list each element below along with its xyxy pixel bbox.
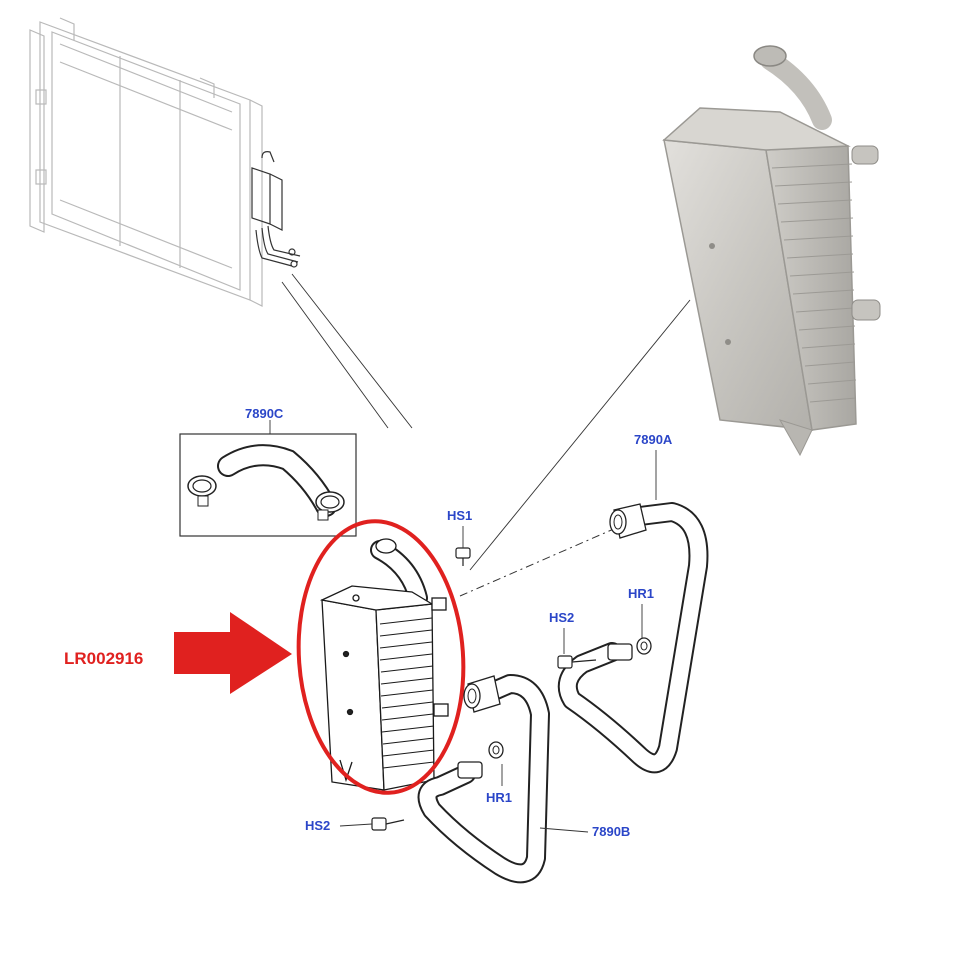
callout-hs2-upper: HS2 (549, 610, 574, 625)
oil-cooler-drawing (319, 538, 449, 791)
photo-leader-line (469, 299, 691, 571)
callout-7890B: 7890B (592, 824, 630, 839)
kit-7890C (179, 420, 357, 537)
callout-7890A: 7890A (634, 432, 673, 447)
callout-7890C: 7890C (245, 406, 284, 421)
alignment-line (459, 527, 617, 597)
cooler-mount-small (251, 151, 301, 268)
callout-hs2-lower: HS2 (305, 818, 330, 833)
callout-hs1: HS1 (447, 508, 472, 523)
oil-cooler-photo (662, 45, 881, 457)
radiator-assembly (29, 17, 263, 307)
highlight-ellipse (296, 519, 466, 795)
bolt-hs2-lower (371, 817, 405, 831)
hose-7890B (417, 674, 550, 884)
callout-hr1-upper: HR1 (628, 586, 654, 601)
projection-line-right (291, 273, 413, 429)
part-number-label: LR002916 (64, 649, 143, 668)
hose-7890A (557, 502, 709, 774)
bolt-hs2-upper (557, 655, 597, 669)
projection-line-left (281, 281, 389, 429)
bolt-hs1 (455, 547, 471, 566)
callout-hr1-lower: HR1 (486, 790, 512, 805)
pointer-arrow (174, 612, 292, 694)
